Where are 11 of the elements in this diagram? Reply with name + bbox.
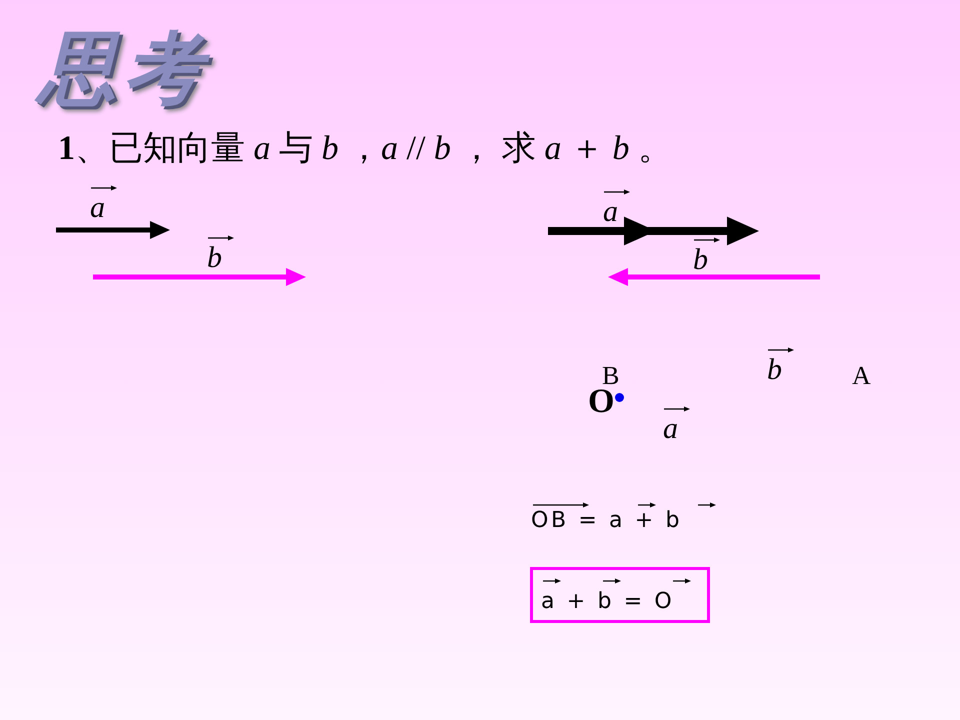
- question-text: 1、已知向量 a 与 b ，a // b ， 求 a ＋ b 。: [58, 132, 672, 166]
- vector-label: b: [767, 355, 782, 385]
- point-label: A: [852, 363, 871, 389]
- vector-label: b: [207, 243, 222, 273]
- vector-label: a: [90, 193, 105, 223]
- vector-label: b: [693, 245, 708, 275]
- vector-label: a: [663, 414, 678, 444]
- highlighted-equation-box: [530, 567, 710, 623]
- equation-text: a + b = O: [541, 591, 674, 613]
- vector-label: a: [603, 197, 618, 227]
- equation-text: OB = a + b: [531, 510, 682, 532]
